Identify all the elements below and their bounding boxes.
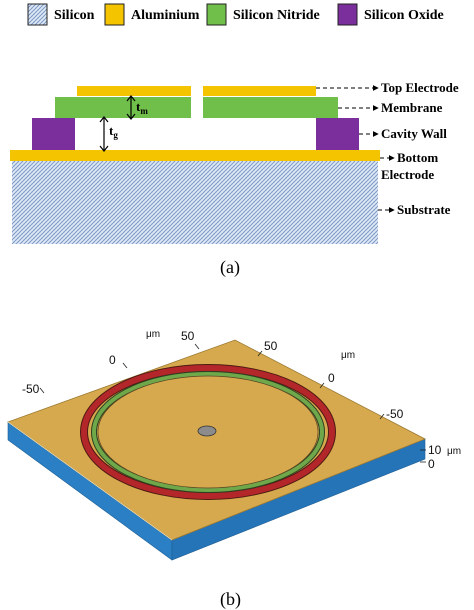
top-electrode-left: [77, 86, 191, 96]
legend-label-silicon-oxide: Silicon Oxide: [364, 8, 444, 23]
gap-thickness-marker: tg: [99, 116, 118, 152]
caption-a: (a): [220, 257, 240, 278]
axis-back-right: 50 μm 0 -50: [257, 339, 404, 421]
legend-item-silicon: Silicon: [27, 3, 95, 26]
tick-right-0: 0: [328, 371, 335, 385]
tick-right-neg50: -50: [386, 407, 404, 421]
axis-unit-right: μm: [341, 350, 355, 361]
callout-top-electrode: Top Electrode: [381, 80, 459, 95]
cavity-wall-right: [316, 118, 359, 150]
tm-label: tm: [136, 99, 148, 116]
legend-swatch-silicon-nitride: [206, 3, 227, 26]
outer-ring-red: [81, 365, 335, 499]
tick-left-50: 50: [181, 329, 195, 343]
membrane-right: [203, 97, 338, 118]
legend-label-silicon-nitride: Silicon Nitride: [233, 8, 320, 23]
cross-section: tm tg Top Electrode Membrane Cavity Wall…: [10, 80, 459, 244]
tick-z-10: 10: [428, 443, 442, 457]
tick-z-0: 0: [428, 457, 435, 471]
callout-membrane: Membrane: [381, 100, 443, 115]
legend-swatch-aluminium: [104, 3, 125, 26]
device-3d-view: μm 50 0 -50 50 μm 0 -50 10 μm 0: [7, 329, 461, 561]
axis-unit-z: μm: [447, 446, 461, 457]
legend-label-aluminium: Aluminium: [131, 8, 200, 23]
tick-right-50: 50: [264, 339, 278, 353]
callout-substrate: Substrate: [397, 202, 451, 217]
tg-label: tg: [109, 123, 118, 140]
bottom-electrode-layer: [10, 150, 380, 161]
tick-left-neg50: -50: [22, 382, 40, 396]
top-electrode-right: [203, 86, 316, 96]
axis-unit-left: μm: [146, 329, 160, 340]
legend-swatch-silicon-oxide: [337, 3, 358, 26]
callout-bottom-electrode-line1: Bottom: [397, 150, 438, 165]
axis-vertical: 10 μm 0: [420, 443, 461, 471]
legend-item-silicon-nitride: Silicon Nitride: [206, 3, 320, 26]
axis-back-left: μm 50 0 -50: [22, 329, 200, 396]
cavity-wall-left: [32, 118, 75, 150]
legend-item-silicon-oxide: Silicon Oxide: [337, 3, 444, 26]
callout-cavity-wall: Cavity Wall: [381, 126, 447, 141]
legend: Silicon Aluminium Silicon Nitride Silico…: [27, 3, 444, 26]
center-hole: [197, 425, 217, 437]
callouts: Top Electrode Membrane Cavity Wall Botto…: [316, 80, 459, 217]
membrane-thickness-marker: tm: [126, 95, 148, 120]
caption-b: (b): [220, 589, 241, 610]
inner-ring-green: [92, 372, 324, 492]
membrane-left: [55, 97, 191, 118]
legend-item-aluminium: Aluminium: [104, 3, 200, 26]
callout-bottom-electrode-line2: Electrode: [381, 167, 434, 182]
legend-label-silicon: Silicon: [54, 8, 95, 23]
tick-left-0: 0: [109, 353, 116, 367]
legend-swatch-silicon: [27, 3, 48, 26]
substrate-layer: [12, 158, 378, 244]
